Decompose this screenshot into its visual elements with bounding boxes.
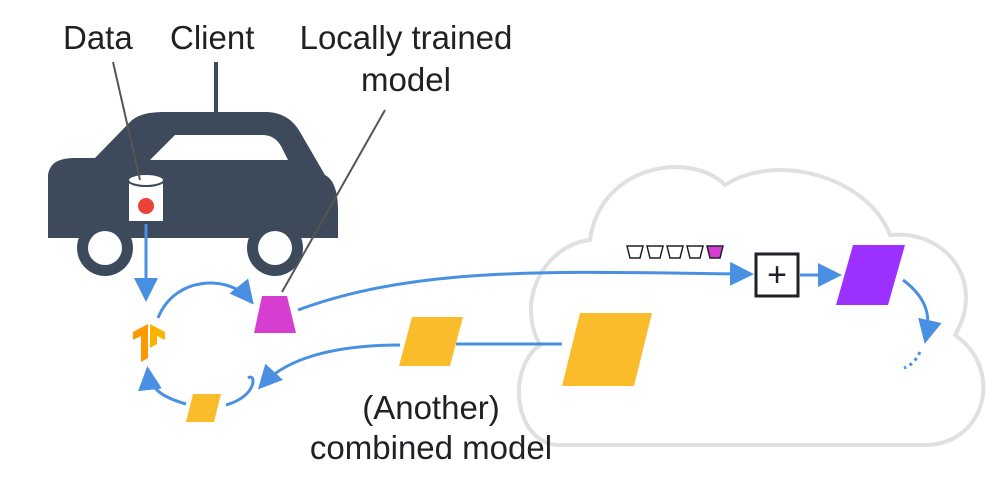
local-model-leader-line <box>281 109 386 293</box>
loop-back-arrow <box>138 366 187 406</box>
download-arrow <box>257 343 401 390</box>
combined-model-cloud-icon <box>836 245 905 305</box>
plus-symbol: + <box>767 256 787 294</box>
cloud-output-arrow <box>902 278 942 344</box>
data-dot <box>138 198 154 214</box>
plus-box-icon <box>754 252 800 298</box>
client-label: Client <box>170 19 255 56</box>
combined-model-label-line2: combined model <box>309 429 553 466</box>
cloud-dotted-continuation <box>903 351 922 370</box>
local-model-label-line2: model <box>361 61 451 98</box>
local-model-label-line1: Locally trained <box>299 19 513 56</box>
database-icon <box>127 173 165 223</box>
cloud-icon <box>517 165 986 447</box>
car-icon <box>48 112 338 276</box>
data-label: Data <box>63 19 133 56</box>
incoming-models <box>626 245 724 259</box>
upload-arrow <box>297 261 754 312</box>
data-leader-line <box>112 61 141 181</box>
combined-model-label-line1: (Another) <box>362 389 500 426</box>
return-arc-arrow <box>225 375 255 407</box>
medium-orange-model-icon <box>399 317 463 366</box>
small-orange-model-icon <box>186 394 221 422</box>
tensorflow-icon <box>133 324 165 362</box>
training-arc-arrow <box>156 278 254 319</box>
local-model-icon <box>254 296 296 333</box>
large-orange-model-icon <box>562 313 652 386</box>
